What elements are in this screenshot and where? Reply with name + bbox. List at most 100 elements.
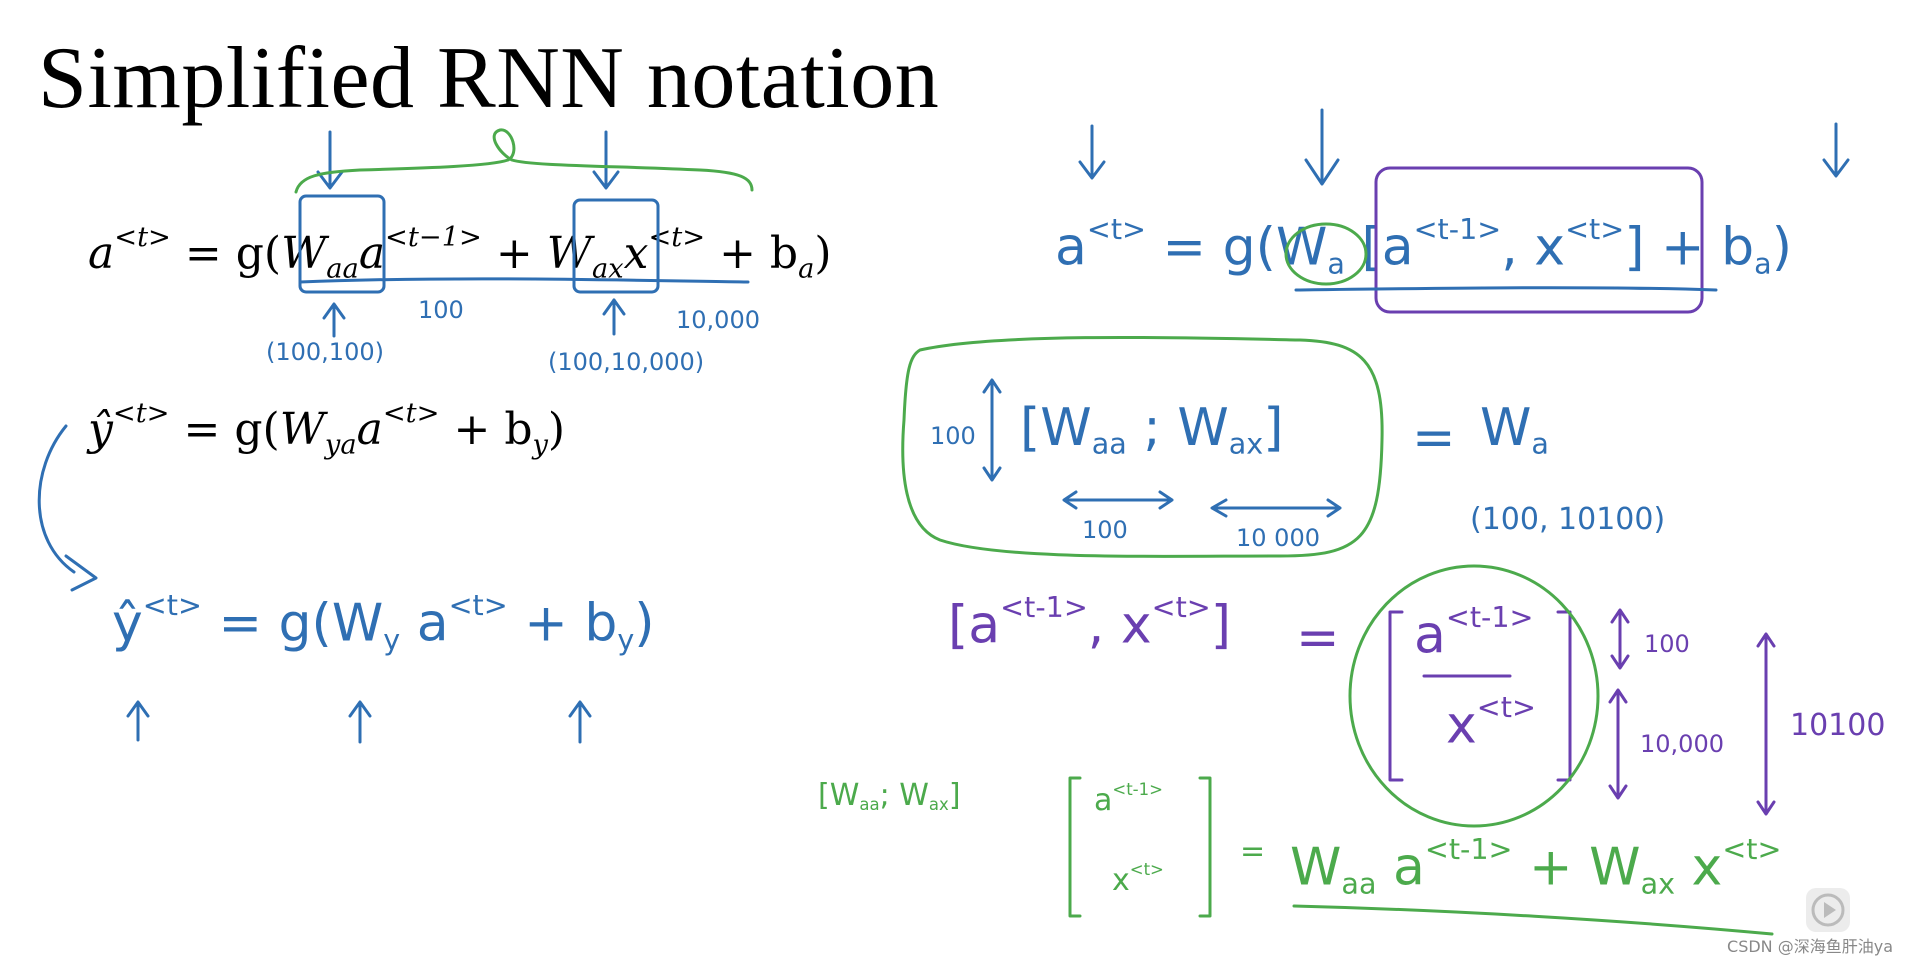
rhw-ba-sub: a (1754, 246, 1772, 281)
wa-result-sub: a (1531, 426, 1549, 461)
green-underline (1292, 904, 1774, 936)
slide-title: Simplified RNN notation (38, 30, 940, 127)
green-stack-top: a<t-1> (1094, 780, 1163, 818)
green-rbracket: ] (948, 778, 961, 813)
hw-plus-b: + b (507, 593, 618, 654)
play-icon[interactable] (1806, 888, 1850, 932)
wa-waa: W (1040, 398, 1092, 458)
green-rhs-w1: W (1290, 837, 1342, 898)
green-top-a: a (1094, 782, 1113, 818)
eq1-plus-b: + b (705, 227, 799, 279)
wax-shape: (100,10,000) (548, 348, 705, 376)
hw-close: ) (634, 593, 655, 654)
eq1-waa: W (281, 227, 327, 279)
down-arrow-icon (316, 130, 620, 190)
stack-lhs-a: [a (948, 595, 1001, 656)
green-wa-matrix: [Waa; Wax] (818, 778, 961, 814)
waa-width-arrow (1062, 490, 1174, 510)
hw-a: a (400, 593, 449, 654)
wa-dim-100: 100 (930, 422, 976, 450)
wa-lbracket: [ (1020, 398, 1041, 458)
stack-top: a<t-1> (1414, 600, 1534, 666)
stack-arrow-100 (1610, 608, 1630, 670)
eq1-a: a (88, 227, 115, 279)
stack-lhs-x: , x (1087, 595, 1152, 656)
play-icon-glyph (1811, 893, 1845, 927)
stack-dim-100: 100 (1644, 630, 1690, 658)
green-rhs-a: a (1376, 837, 1425, 898)
green-stack-bottom: x<t> (1112, 860, 1164, 898)
rhw-wa: W (1275, 217, 1328, 278)
green-rhs: Waa a<t-1> + Wax x<t> (1290, 832, 1781, 900)
stack-dim-10000: 10,000 (1640, 730, 1724, 758)
rhw-a: a (1055, 217, 1087, 278)
stack-bottom: x<t> (1446, 690, 1536, 756)
green-rhs-w2-sub: ax (1640, 866, 1676, 901)
eq1-a-sup: <t> (114, 222, 171, 253)
stack-top-a: a (1414, 605, 1446, 666)
wa-equals: = (1412, 408, 1456, 468)
eq1-wax: W (546, 227, 592, 279)
wa-rbracket: ] (1263, 398, 1284, 458)
stacked-vector-lhs: [a<t-1>, x<t>] (948, 590, 1231, 656)
stack-lhs-x-sup: <t> (1151, 590, 1211, 624)
wa-shape: (100, 10100) (1470, 502, 1666, 537)
eq2-yhat: ŷ (88, 403, 113, 455)
typeset-equation-a: a<t> = g(Waaa<t−1> + Waxx<t> + ba) (88, 222, 832, 284)
down-arrow-icon (1078, 108, 1850, 186)
rhw-close: ) (1771, 217, 1792, 278)
stack-lhs-a-sup: <t-1> (1000, 590, 1088, 624)
stack-arrow-10100 (1756, 632, 1776, 816)
green-waa-sub: aa (859, 794, 880, 814)
green-semicolon-w: ; W (879, 778, 929, 813)
eq2-a: a (356, 403, 383, 455)
wa-wax-sub: ax (1228, 426, 1264, 461)
hw-a-sup: <t> (448, 588, 508, 622)
right-eq-underline (1294, 286, 1718, 292)
waa-box (298, 194, 386, 294)
eq2-plus-b: + b (439, 403, 533, 455)
wa-waa-sub: aa (1091, 426, 1127, 461)
eq2-by-sub: y (532, 429, 548, 461)
eq2-close: ) (547, 403, 566, 455)
green-lbracket-w: [W (818, 778, 860, 813)
green-bottom-sup: <t> (1129, 860, 1164, 879)
wa-height-arrow-heads (982, 378, 1002, 482)
wa-result-w: W (1480, 398, 1532, 458)
curved-arrow (37, 424, 76, 574)
hw-yhat: ŷ (112, 593, 143, 654)
up-arrow-icon (126, 700, 592, 744)
stack-arrow-10000 (1608, 688, 1628, 800)
stack-equals: = (1296, 608, 1340, 668)
concat-box (1374, 166, 1704, 314)
green-top-sup: <t-1> (1112, 780, 1163, 799)
wa-definition-matrix: [Waa ; Wax] (1020, 398, 1284, 461)
hw-wy-sub: y (383, 622, 401, 657)
dim-10000: 10,000 (676, 306, 760, 334)
curved-arrow-head (64, 554, 98, 592)
stack-brackets (1388, 610, 1572, 782)
waa-shape: (100,100) (266, 338, 384, 366)
stack-bottom-sup: <t> (1476, 690, 1536, 724)
rhw-equals: = g( (1146, 217, 1276, 278)
eq1-x: x (623, 227, 649, 279)
rhw-rbracket: ] (1624, 217, 1645, 278)
green-rhs-plus-w: + W (1512, 837, 1641, 898)
watermark: CSDN @深海鱼肝油ya (1727, 937, 1893, 956)
eq2-yhat-sup: <t> (112, 398, 170, 429)
curly-brace (294, 128, 754, 194)
wa-def-box (901, 335, 1384, 558)
wa-width-100: 100 (1082, 516, 1128, 544)
eq1-a-prev-sup: <t−1> (385, 222, 482, 253)
rhw-plus-b: + b (1644, 217, 1755, 278)
rhw-wa-sub: a (1327, 246, 1345, 281)
green-rhs-w1-sub: aa (1341, 866, 1377, 901)
stack-lhs-rbracket: ] (1210, 595, 1232, 656)
eq1-plus: + (481, 227, 547, 279)
green-stack-brackets (1068, 776, 1212, 918)
eq2-a-sup: <t> (382, 398, 440, 429)
eq1-underline (298, 277, 750, 284)
handwritten-yhat-equation: ŷ<t> = g(Wy a<t> + by) (112, 588, 655, 656)
